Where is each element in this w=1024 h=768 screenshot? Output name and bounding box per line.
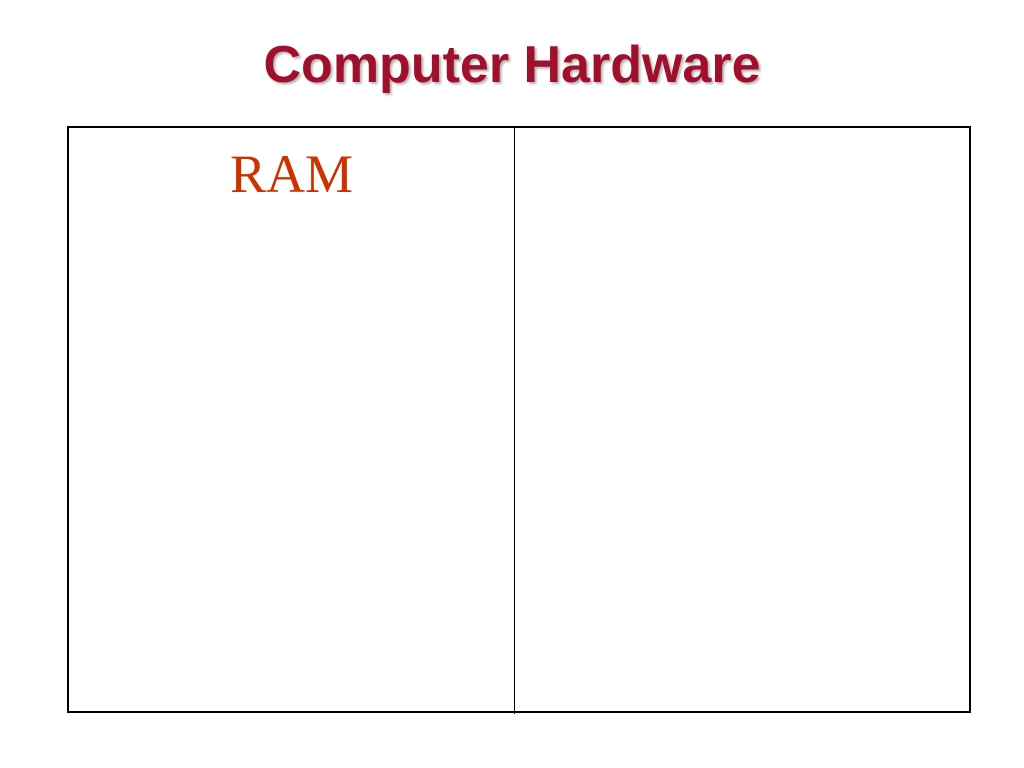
slide-title: Computer Hardware (263, 36, 761, 94)
column-divider (514, 127, 515, 714)
cell-heading-ram: RAM (229, 144, 354, 204)
table-cell-right (516, 128, 970, 711)
content-table (67, 126, 971, 713)
table-cell-left: RAM (69, 128, 514, 711)
